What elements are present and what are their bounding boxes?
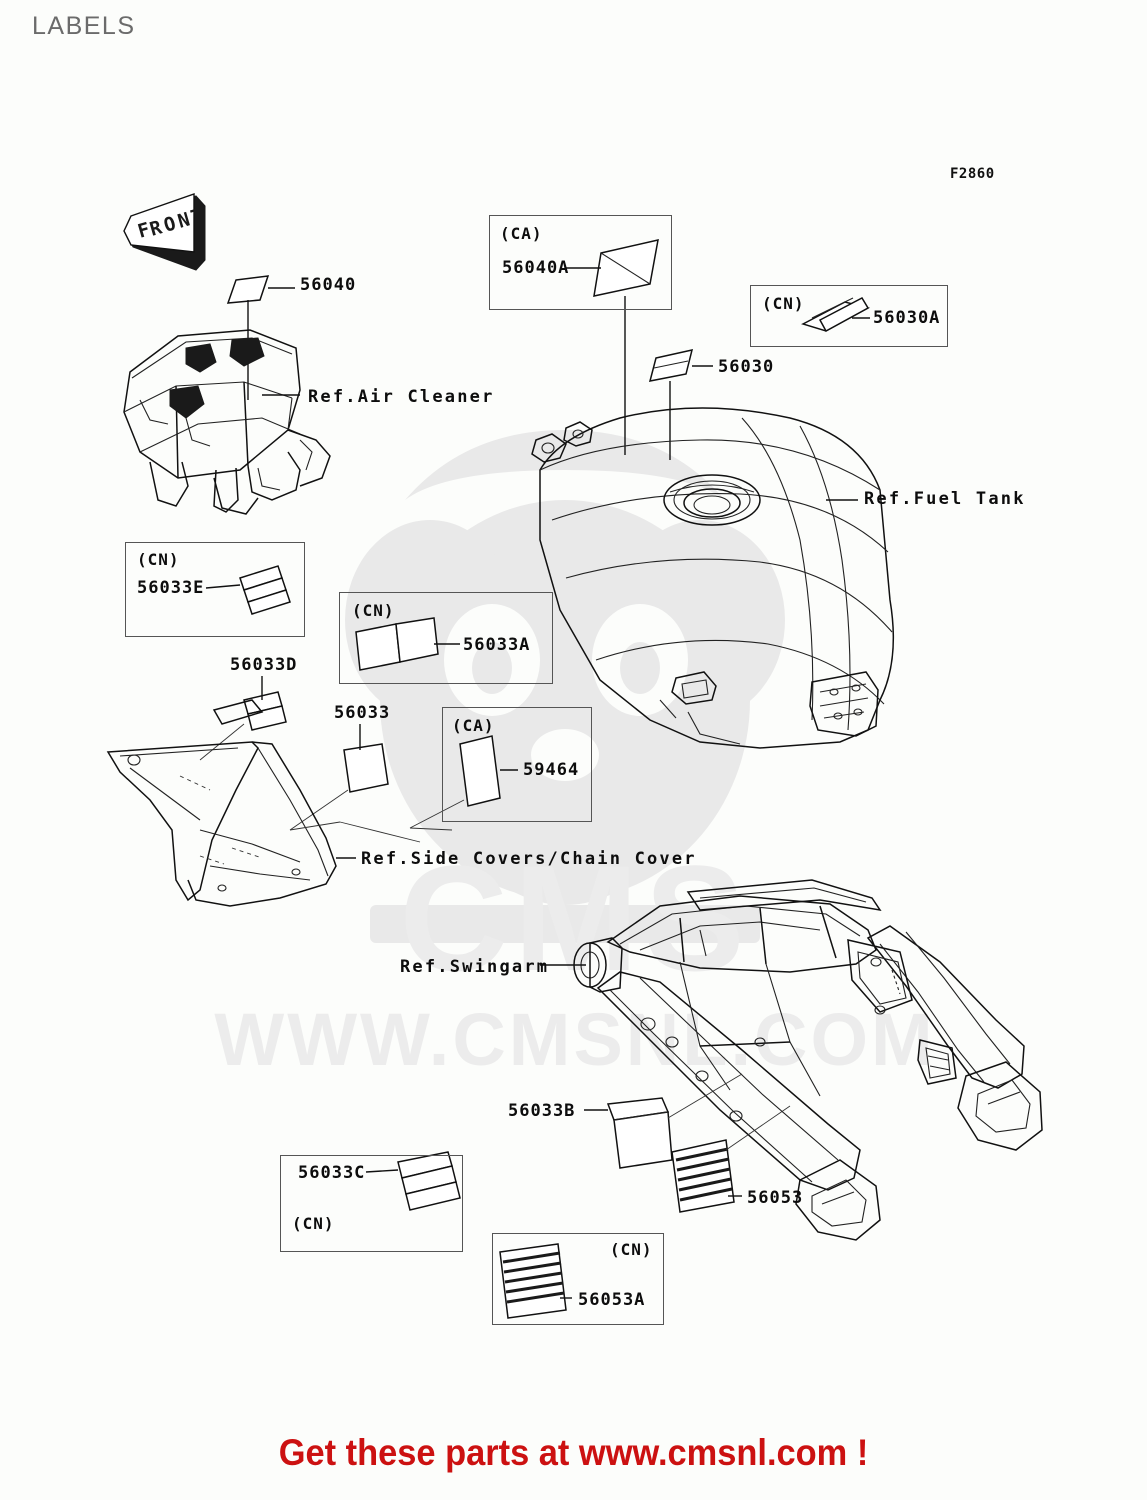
- part-number-56033a[interactable]: 56033A: [463, 635, 531, 655]
- front-marker-icon: F R O N T: [123, 193, 206, 271]
- part-56053-shape: [671, 1105, 791, 1213]
- part-56053a-shape: [499, 1243, 572, 1319]
- side-cover-drawing: [106, 699, 453, 907]
- market-box-cn-56030a: [750, 285, 948, 347]
- watermark-url-text: WWW.CMSNL.COM: [214, 998, 935, 1081]
- ref-label-swingarm[interactable]: Ref.Swingarm: [400, 957, 550, 977]
- market-code-cn-56053a: (CN): [610, 1240, 653, 1259]
- part-56033c-shape: [365, 1151, 461, 1211]
- market-code-cn-56033a: (CN): [352, 601, 395, 620]
- part-56040a-shape: [566, 239, 659, 455]
- part-56030-shape: [648, 349, 713, 460]
- watermark-logo-text: CMS: [399, 834, 750, 1002]
- part-56030a-shape: [801, 297, 871, 333]
- part-number-56053a[interactable]: 56053A: [578, 1290, 646, 1310]
- part-number-56033d[interactable]: 56033D: [230, 655, 298, 675]
- part-number-56030[interactable]: 56030: [718, 357, 775, 377]
- market-code-cn-56033e: (CN): [137, 550, 180, 569]
- part-number-56040[interactable]: 56040: [300, 275, 357, 295]
- part-number-56033e[interactable]: 56033E: [137, 578, 205, 598]
- sheet-code: F2860: [950, 166, 995, 182]
- market-code-ca-56040a: (CA): [500, 224, 543, 243]
- part-56033b-shape: [584, 1073, 743, 1169]
- market-box-cn-56033c: [280, 1155, 463, 1252]
- ref-label-fuel-tank[interactable]: Ref.Fuel Tank: [864, 489, 1026, 509]
- market-box-ca-59464: [442, 707, 592, 822]
- ref-label-air-cleaner[interactable]: Ref.Air Cleaner: [308, 387, 495, 407]
- page-title: LABELS: [32, 12, 136, 40]
- market-box-cn-56033a: [339, 592, 553, 684]
- part-59464-shape: [409, 735, 518, 829]
- part-number-56033b[interactable]: 56033B: [508, 1101, 576, 1121]
- footer-cta[interactable]: Get these parts at www.cmsnl.com !: [278, 1432, 869, 1473]
- part-56033a-shape: [355, 617, 460, 671]
- market-box-cn-56033e: [125, 542, 305, 637]
- part-number-56033[interactable]: 56033: [334, 703, 391, 723]
- part-number-56033c[interactable]: 56033C: [298, 1163, 366, 1183]
- part-number-56030a[interactable]: 56030A: [873, 308, 941, 328]
- part-56033d-shape: [199, 676, 287, 761]
- ref-label-side-covers[interactable]: Ref.Side Covers/Chain Cover: [361, 849, 697, 869]
- market-box-cn-56053a: [492, 1233, 664, 1325]
- swingarm-drawing: [540, 879, 1043, 1241]
- part-number-59464[interactable]: 59464: [523, 760, 580, 780]
- market-box-ca-56040a: [489, 215, 672, 310]
- part-56040-shape: [226, 275, 295, 400]
- market-code-ca-59464: (CA): [452, 716, 495, 735]
- part-56033-shape: [289, 724, 389, 831]
- market-code-cn-56033c: (CN): [292, 1214, 335, 1233]
- air-cleaner-drawing: [123, 329, 331, 515]
- part-number-56053[interactable]: 56053: [747, 1188, 804, 1208]
- part-56033e-shape: [205, 565, 291, 615]
- fuel-tank-drawing: [531, 407, 895, 749]
- part-number-56040a[interactable]: 56040A: [502, 258, 570, 278]
- market-code-cn-56030a: (CN): [762, 294, 805, 313]
